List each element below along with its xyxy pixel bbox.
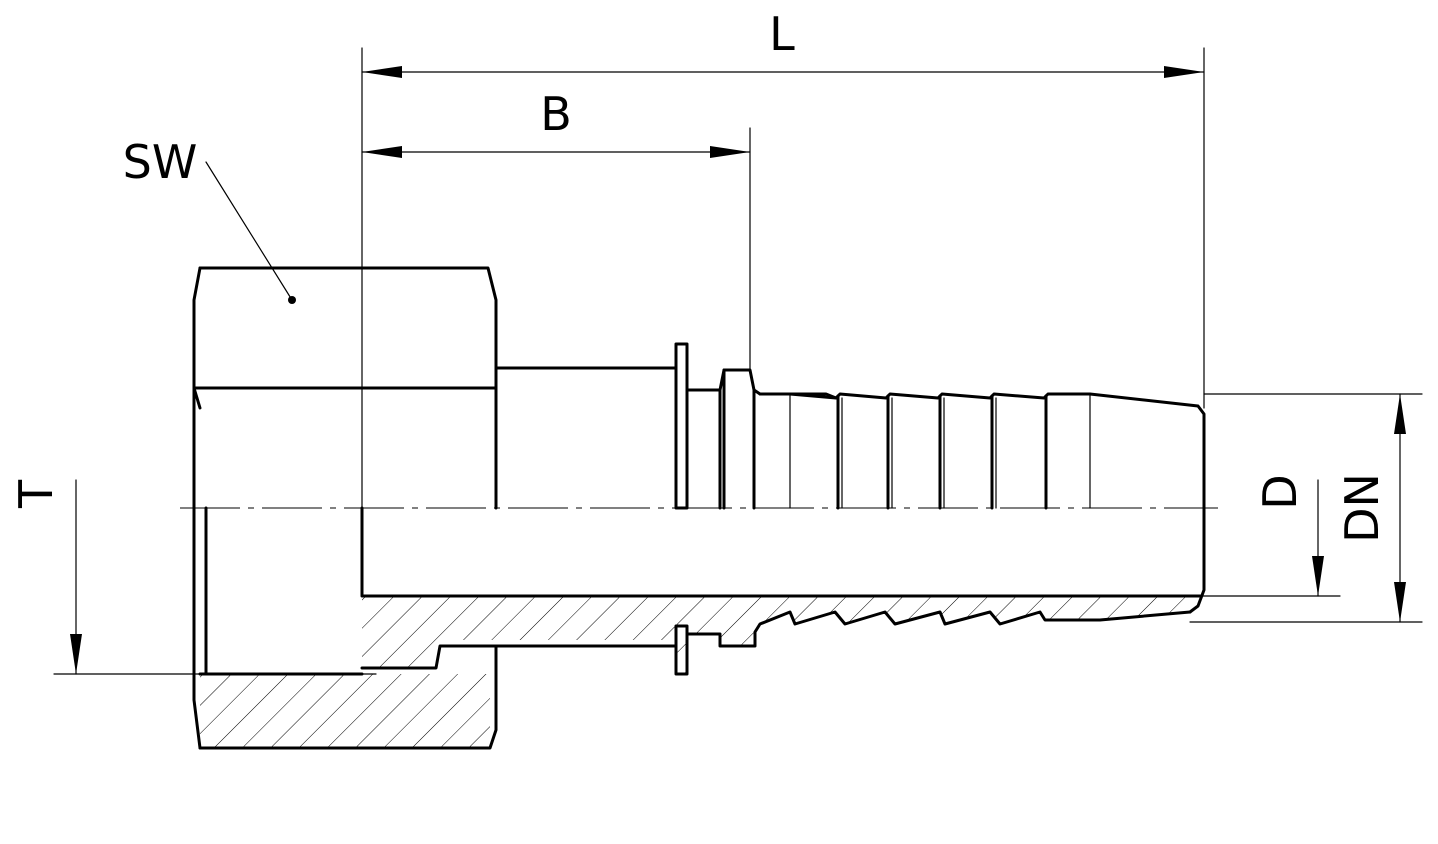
nut-section-hatch [200, 674, 490, 748]
nipple-body [360, 342, 1206, 676]
arrow-d [1312, 556, 1324, 596]
label-d: D [1253, 474, 1307, 509]
washer-lower [674, 624, 689, 676]
label-b: B [540, 87, 572, 141]
dimension-labels: L B SW T D DN [9, 7, 1389, 543]
collar-gap [685, 388, 722, 510]
nipple-wall-hatch [362, 596, 1200, 668]
dimensions [53, 47, 1423, 675]
label-l: L [769, 7, 795, 61]
barb-ridges [789, 393, 1091, 510]
arrow-l-right [1164, 66, 1204, 78]
sw-leader [205, 161, 293, 301]
arrow-t [70, 634, 82, 674]
washer-upper [674, 342, 689, 510]
arrow-dn-bottom [1394, 582, 1406, 622]
label-t: T [9, 479, 63, 509]
nipple-wall-lower [488, 610, 1192, 648]
label-sw: SW [123, 135, 198, 189]
nut-left-edge-lower [192, 386, 202, 750]
label-dn: DN [1335, 473, 1389, 543]
arrow-b-right [710, 146, 750, 158]
barb-profile-upper [758, 392, 1206, 614]
section-hatching [200, 596, 1200, 748]
bore-line [360, 506, 1202, 598]
arrow-dn-top [1394, 394, 1406, 434]
washer-section-hatch [676, 626, 687, 674]
nipple-section-lower [360, 644, 492, 670]
arrow-b-left [362, 146, 402, 158]
arrow-l-left [362, 66, 402, 78]
nut-outline-upper [198, 266, 498, 510]
nut-left-edge-upper [192, 266, 202, 410]
